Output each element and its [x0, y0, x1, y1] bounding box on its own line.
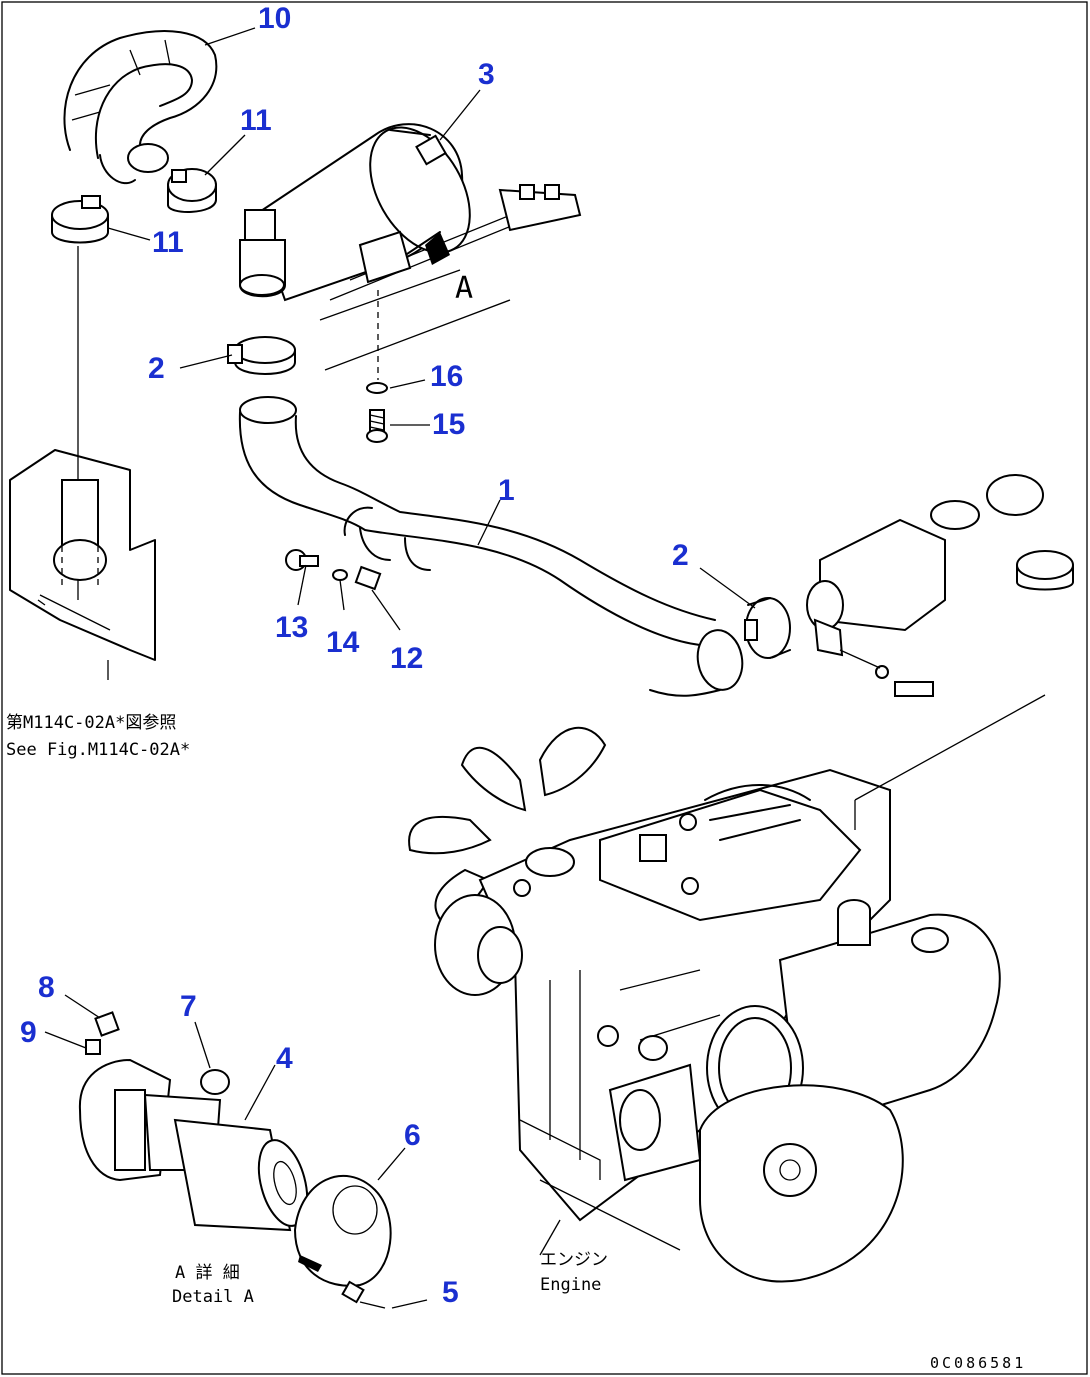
part-11-clamp-upper [167, 168, 217, 213]
part-10-hose [63, 30, 218, 185]
callout-5: 5 [442, 1276, 459, 1309]
callout-4: 4 [276, 1042, 293, 1075]
detail-a-en-label: Detail A [172, 1287, 254, 1307]
callout-11-upper: 11 [240, 104, 272, 137]
callout-12: 12 [390, 642, 423, 675]
callout-2-lower: 2 [672, 539, 689, 572]
callout-16: 16 [430, 360, 463, 393]
engine-en-label: Engine [540, 1275, 601, 1295]
callout-9: 9 [20, 1016, 37, 1049]
drawing-code: 0C086581 [930, 1354, 1026, 1372]
part-13-bolt [285, 549, 319, 571]
part-12-bracket [354, 565, 382, 591]
right-duct-assembly [806, 474, 1074, 697]
callout-11-lower: 11 [152, 226, 184, 259]
see-fig-jp-label: 第M114C-02A*図参照 [6, 713, 176, 733]
callout-3: 3 [478, 58, 495, 91]
callout-2-upper: 2 [148, 352, 165, 385]
engine-assembly [408, 694, 1046, 1283]
part-16-washer [366, 382, 388, 394]
part-2-clamp-lower [744, 597, 791, 659]
callout-8: 8 [38, 971, 55, 1004]
view-a-label: A [455, 271, 473, 306]
callout-15: 15 [432, 408, 465, 441]
callout-1: 1 [498, 474, 515, 507]
callout-7: 7 [180, 990, 197, 1023]
engine-jp-label: エンジン [540, 1250, 608, 1270]
part-14-washer [332, 569, 348, 581]
part-3-air-cleaner [239, 123, 582, 371]
part-1-intake-hose [238, 396, 744, 697]
left-mount-bracket [9, 449, 156, 680]
detail-a-jp-label: A 詳 細 [175, 1263, 240, 1283]
callout-10: 10 [258, 2, 291, 35]
callout-14: 14 [326, 626, 360, 659]
leader-lines [44, 27, 756, 1309]
part-15-bolt [366, 409, 388, 443]
detail-a-parts [78, 1011, 392, 1309]
see-fig-en-label: See Fig.M114C-02A* [6, 740, 190, 760]
callout-13: 13 [275, 611, 308, 644]
callout-6: 6 [404, 1119, 421, 1152]
part-2-clamp-upper [227, 336, 296, 375]
